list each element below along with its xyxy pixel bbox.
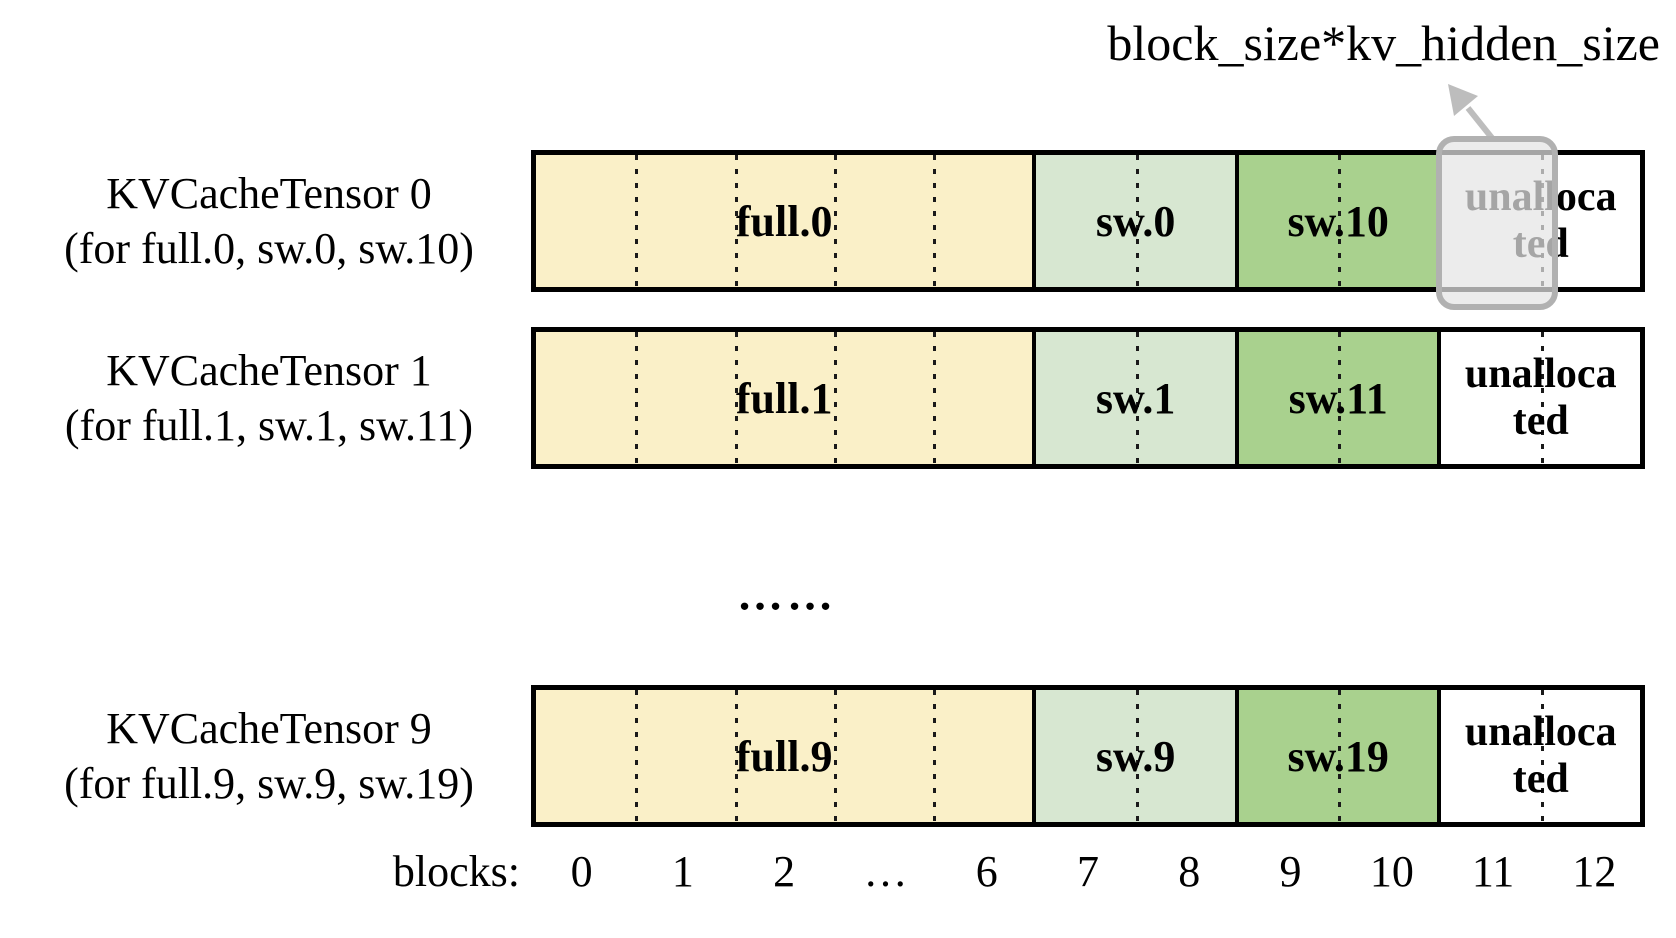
block-cell xyxy=(1441,332,1540,464)
block-cell xyxy=(1239,690,1338,822)
block-cell xyxy=(833,155,934,287)
tensor-9-unallocated-segment: unalloca ted xyxy=(1437,690,1641,822)
block-cell xyxy=(933,690,1033,822)
block-cell xyxy=(1036,332,1135,464)
rows-ellipsis: …… xyxy=(737,568,837,620)
block-cell xyxy=(1135,155,1235,287)
axis-tick: 9 xyxy=(1279,847,1302,896)
tensor-0-sw-hi-segment: sw.10 xyxy=(1234,155,1438,287)
block-cell xyxy=(1036,690,1135,822)
axis-tick: 2 xyxy=(773,847,796,896)
blocks-axis-label: blocks: xyxy=(392,847,520,896)
tensor-1-title: KVCacheTensor 1 xyxy=(106,346,432,395)
tensor-row-9: KVCacheTensor 9 (for full.9, sw.9, sw.19… xyxy=(0,685,1676,827)
block-cell xyxy=(1441,690,1540,822)
block-cell xyxy=(635,690,735,822)
block-cell xyxy=(1135,332,1235,464)
axis-tick: 7 xyxy=(1076,847,1099,896)
tensor-1-full-segment: full.1 xyxy=(536,332,1033,464)
block-size-annotation: block_size*kv_hidden_size xyxy=(1107,15,1660,71)
axis-tick: 11 xyxy=(1471,847,1515,896)
axis-tick: 12 xyxy=(1572,847,1617,896)
axis-tick: 10 xyxy=(1369,847,1414,896)
tensor-1-unallocated-segment: unalloca ted xyxy=(1437,332,1641,464)
block-cell xyxy=(933,332,1033,464)
tensor-9-subtitle: (for full.9, sw.9, sw.19) xyxy=(64,759,474,808)
tensor-1-bar: full.1 sw.1 sw.11 unalloca ted xyxy=(531,327,1645,469)
tensor-0-full-segment: full.0 xyxy=(536,155,1033,287)
block-cell xyxy=(536,332,635,464)
block-cell xyxy=(1338,332,1438,464)
tensor-9-label: KVCacheTensor 9 (for full.9, sw.9, sw.19… xyxy=(28,685,510,827)
tensor-1-label: KVCacheTensor 1 (for full.1, sw.1, sw.11… xyxy=(28,327,510,469)
block-cell xyxy=(734,155,834,287)
block-cell xyxy=(635,332,735,464)
block-cell xyxy=(833,332,934,464)
tensor-row-0: KVCacheTensor 0 (for full.0, sw.0, sw.10… xyxy=(0,150,1676,292)
block-cell xyxy=(734,332,834,464)
tensor-9-sw-segment: sw.9 xyxy=(1032,690,1235,822)
axis-tick: 0 xyxy=(570,847,593,896)
axis-tick: 1 xyxy=(671,847,694,896)
tensor-0-label: KVCacheTensor 0 (for full.0, sw.0, sw.10… xyxy=(28,150,510,292)
block-cell xyxy=(1338,155,1438,287)
block-cell xyxy=(734,690,834,822)
block-size-highlight-box xyxy=(1436,136,1558,310)
axis-tick: … xyxy=(863,847,908,896)
tensor-0-sw-segment: sw.0 xyxy=(1032,155,1235,287)
block-cell xyxy=(1540,690,1641,822)
tensor-1-subtitle: (for full.1, sw.1, sw.11) xyxy=(64,401,474,450)
tensor-row-1: KVCacheTensor 1 (for full.1, sw.1, sw.11… xyxy=(0,327,1676,469)
block-cell xyxy=(1135,690,1235,822)
block-cell xyxy=(635,155,735,287)
axis-tick: 6 xyxy=(975,847,998,896)
tensor-0-title: KVCacheTensor 0 xyxy=(106,169,432,218)
block-cell xyxy=(833,690,934,822)
blocks-axis-ticks: 0 1 2 … 6 7 8 9 10 11 12 xyxy=(531,846,1645,897)
block-cell xyxy=(1338,690,1438,822)
tensor-9-sw-hi-segment: sw.19 xyxy=(1234,690,1438,822)
block-cell xyxy=(1036,155,1135,287)
tensor-1-sw-segment: sw.1 xyxy=(1032,332,1235,464)
tensor-9-full-segment: full.9 xyxy=(536,690,1033,822)
block-cell xyxy=(536,155,635,287)
tensor-1-sw-hi-segment: sw.11 xyxy=(1234,332,1438,464)
annotation-arrow-icon xyxy=(1448,84,1495,140)
tensor-9-bar: full.9 sw.9 sw.19 unalloca ted xyxy=(531,685,1645,827)
block-cell xyxy=(536,690,635,822)
block-cell xyxy=(1540,332,1641,464)
axis-tick: 8 xyxy=(1178,847,1201,896)
block-cell xyxy=(1239,332,1338,464)
tensor-0-subtitle: (for full.0, sw.0, sw.10) xyxy=(64,224,474,273)
tensor-9-title: KVCacheTensor 9 xyxy=(106,704,432,753)
block-cell xyxy=(1239,155,1338,287)
block-cell xyxy=(933,155,1033,287)
